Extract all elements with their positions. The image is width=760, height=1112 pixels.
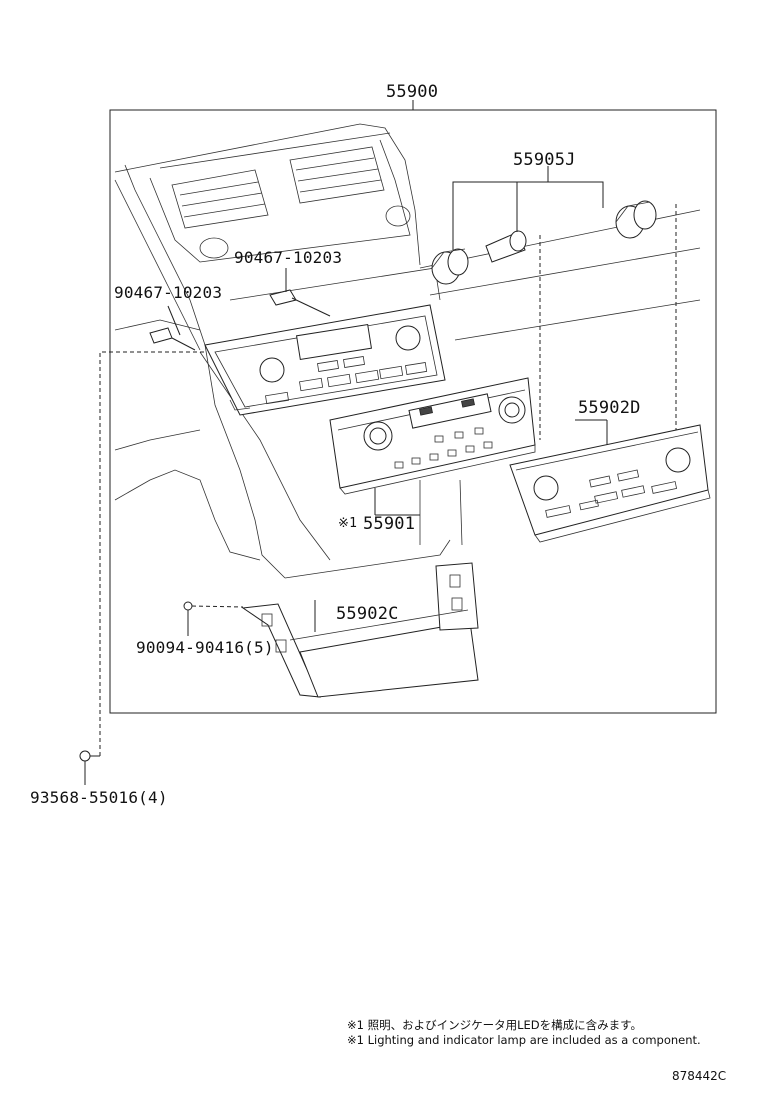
control-unit-drawing bbox=[329, 377, 536, 495]
knob-right-drawing bbox=[615, 200, 657, 239]
installed-control-panel bbox=[204, 304, 446, 416]
knob-part-label: 55905J bbox=[513, 150, 576, 170]
clip-left-part-label: 90467-10203 bbox=[114, 283, 223, 302]
knob-center-drawing bbox=[485, 230, 527, 263]
clip-left-drawing bbox=[149, 327, 196, 351]
knob-left-drawing bbox=[431, 248, 469, 285]
screw-outer-part-label: 93568-55016(4) bbox=[30, 788, 168, 807]
clip-upper-part-label: 90467-10203 bbox=[234, 248, 343, 267]
note-english: ※1 Lighting and indicator lamp are inclu… bbox=[347, 1033, 701, 1047]
clip-upper-drawing bbox=[269, 289, 331, 317]
note-japanese: ※1 照明、およびインジケータ用LEDを構成に含みます。 bbox=[347, 1018, 642, 1032]
figure-code: 878442C bbox=[672, 1069, 727, 1083]
control-unit-marker: ※1 bbox=[338, 516, 358, 531]
panel-d-drawing bbox=[509, 424, 711, 543]
panel-c-part-label: 55902C bbox=[336, 604, 399, 624]
control-unit-part-label: 55901 bbox=[363, 514, 416, 534]
screw-outer-drawing bbox=[79, 750, 100, 762]
screw-inner-part-label: 90094-90416(5) bbox=[136, 638, 274, 657]
panel-c-drawing bbox=[241, 562, 479, 698]
assembly-label: 55900 bbox=[386, 82, 439, 102]
screw-inner-drawing bbox=[183, 601, 244, 611]
panel-d-part-label: 55902D bbox=[578, 398, 641, 418]
